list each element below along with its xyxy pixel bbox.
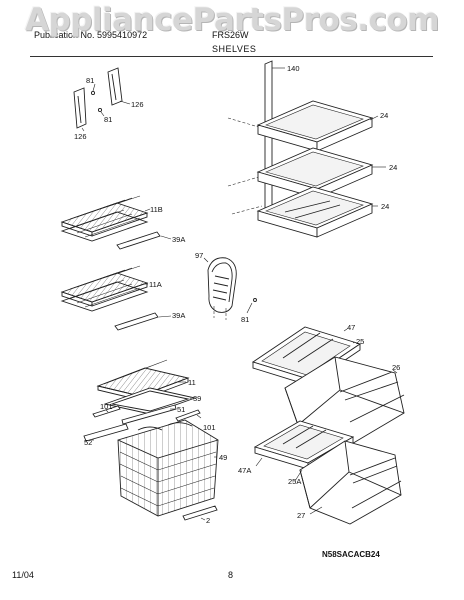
- freezer-basket-assembly: 11 39 101 51 101 52 49 2: [83, 359, 227, 525]
- callout-49: 49: [219, 453, 227, 462]
- model-number: FRS26W: [212, 30, 249, 40]
- crisper-drawer-assembly: 47 25 26 47A 25A 27: [238, 323, 405, 525]
- footer-date: 11/04: [12, 570, 34, 580]
- callout-101: 101: [100, 402, 113, 411]
- wire-shelf-11b: 11B 39A: [60, 195, 185, 250]
- callout-47: 47: [347, 323, 355, 332]
- section-title: SHELVES: [212, 44, 257, 54]
- callout-51: 51: [177, 405, 185, 414]
- wire-shelf-11a: 11A 39A: [60, 265, 185, 331]
- callout-24: 24: [380, 111, 388, 120]
- callout-11b: 11B: [150, 205, 163, 214]
- callout-81: 81: [104, 115, 112, 124]
- callout-97: 97: [195, 251, 203, 260]
- page-number: 8: [228, 570, 234, 580]
- callout-81: 81: [241, 315, 249, 324]
- callout-11a: 11A: [149, 280, 162, 289]
- callout-2: 2: [206, 516, 210, 525]
- callout-126: 126: [131, 100, 144, 109]
- callout-24: 24: [389, 163, 397, 172]
- callout-11: 11: [188, 378, 196, 387]
- publication-number: Publication No. 5995410972: [34, 30, 148, 40]
- callout-47a: 47A: [238, 466, 251, 475]
- callout-26: 26: [392, 363, 400, 372]
- callout-25a: 25A: [288, 477, 301, 486]
- callout-52: 52: [84, 438, 92, 447]
- callout-27: 27: [297, 511, 305, 520]
- callout-140: 140: [287, 64, 300, 73]
- callout-39a: 39A: [172, 235, 185, 244]
- shelf-stop-97: 97 81: [195, 251, 257, 324]
- glass-shelf-assembly: 140 24 24 24: [227, 60, 397, 238]
- callout-126: 126: [74, 132, 87, 141]
- shelf-bracket-assembly: 81 126 81 126: [73, 67, 144, 141]
- callout-39a: 39A: [172, 311, 185, 320]
- header-rule: [30, 56, 433, 57]
- callout-101: 101: [203, 423, 216, 432]
- callout-39: 39: [193, 394, 201, 403]
- callout-81: 81: [86, 76, 94, 85]
- callout-25: 25: [356, 337, 364, 346]
- callout-24: 24: [381, 202, 389, 211]
- figure-code: N58SACACB24: [322, 550, 380, 559]
